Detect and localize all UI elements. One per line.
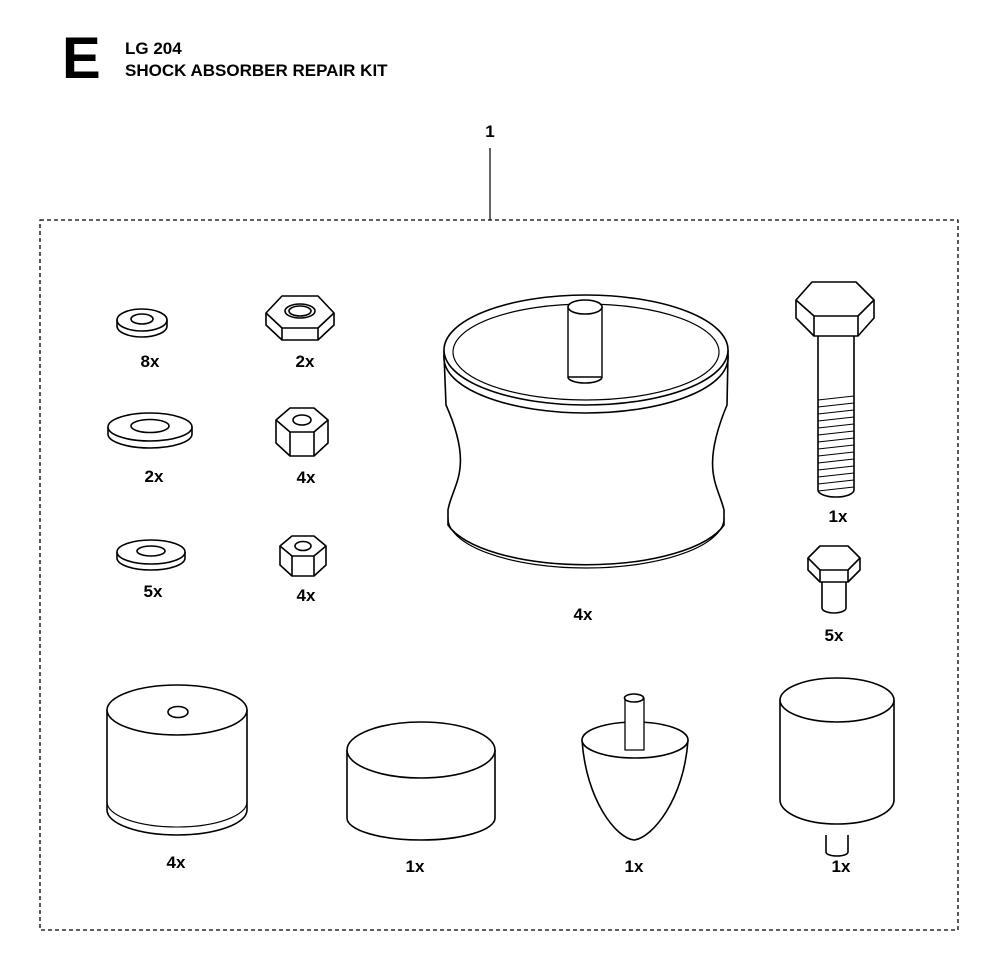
hex-nut-small-icon — [279, 535, 327, 577]
washer-small-icon — [116, 308, 168, 338]
qty-label: 4x — [167, 853, 186, 872]
qty-label: 8x — [141, 352, 160, 371]
qty-label: 2x — [145, 467, 164, 486]
cylinder-bushing-icon — [106, 684, 248, 836]
qty-label: 4x — [297, 468, 316, 487]
qty-label: 1x — [829, 507, 848, 526]
hex-nut-medium-icon — [275, 407, 329, 457]
qty-label: 1x — [625, 857, 644, 876]
kit-boundary — [39, 219, 959, 931]
qty-label: 1x — [832, 857, 851, 876]
model-number: LG 204 — [125, 39, 182, 58]
kit-title: SHOCK ABSORBER REPAIR KIT — [125, 61, 388, 80]
qty-label: 5x — [825, 626, 844, 645]
stud-bumper-icon — [779, 677, 895, 857]
qty-label: 4x — [297, 586, 316, 605]
hex-nut-flat-icon — [265, 295, 335, 341]
puck-bumper-icon — [346, 721, 496, 841]
qty-label: 1x — [406, 857, 425, 876]
kit-callout-number: 1 — [485, 122, 494, 141]
spool-mount-icon — [443, 294, 729, 569]
qty-label: 2x — [296, 352, 315, 371]
long-bolt-icon — [795, 281, 875, 498]
qty-label: 5x — [144, 582, 163, 601]
section-letter: E — [62, 26, 101, 91]
qty-label: 4x — [574, 605, 593, 624]
washer-mini-icon — [116, 539, 186, 571]
cone-bumper-icon — [581, 693, 689, 841]
short-bolt-icon — [807, 545, 861, 614]
washer-large-icon — [107, 412, 193, 449]
